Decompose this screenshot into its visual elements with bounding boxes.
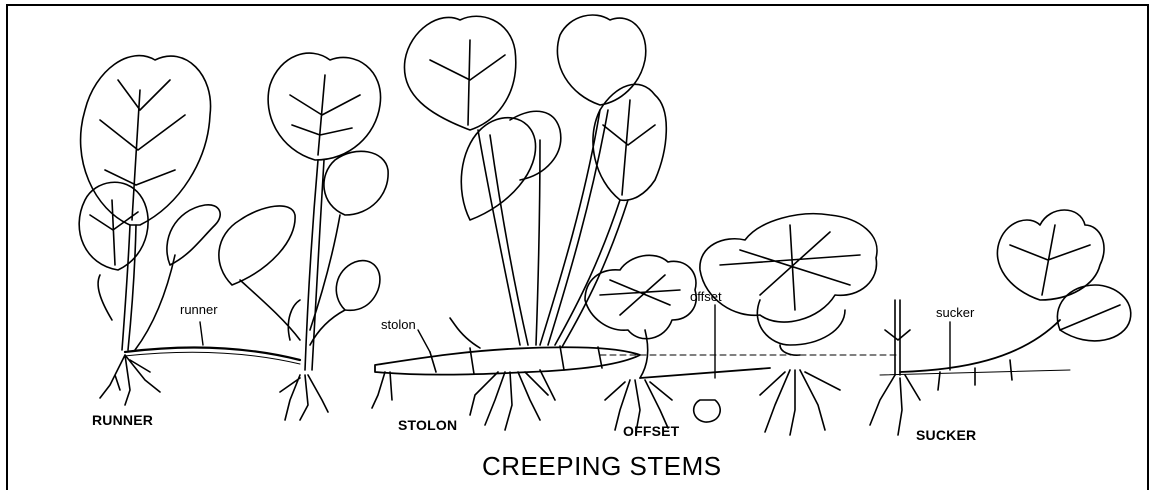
runner-caption: RUNNER — [92, 413, 153, 427]
stolon-leaf-4 — [461, 118, 535, 220]
sucker-caption: SUCKER — [916, 428, 976, 442]
sucker-pointer-label: sucker — [936, 306, 974, 319]
figure-title: CREEPING STEMS — [482, 453, 722, 479]
sucker-leaf-1 — [997, 210, 1104, 300]
offset-roots-right — [760, 370, 840, 435]
offset-stem — [640, 368, 770, 378]
runner-petiole — [122, 225, 136, 350]
runner-pointer-label: runner — [180, 303, 218, 316]
daughter-leaf-fold — [219, 206, 295, 285]
runner-plant-right — [219, 53, 388, 420]
offset-rosette-right — [700, 214, 877, 322]
offset-caption: OFFSET — [623, 424, 679, 438]
stolon-leaf-1 — [404, 16, 515, 130]
daughter-leaf-small — [336, 261, 380, 311]
runner-pointer-line — [200, 322, 203, 345]
sucker-stem — [900, 320, 1060, 372]
daughter-roots — [280, 375, 328, 420]
stolon-pointer-line — [418, 330, 430, 352]
offset-pointer-label: offset — [690, 290, 722, 303]
sucker-plant — [870, 210, 1131, 435]
stolon-caption: STOLON — [398, 418, 457, 432]
daughter-leaf-mid — [324, 151, 388, 215]
stolon-leaf-2 — [557, 15, 645, 105]
runner-roots — [100, 355, 160, 405]
daughter-leaf-top — [268, 53, 380, 160]
stolon-plant — [372, 15, 666, 430]
sucker-leaf-2 — [1057, 285, 1130, 341]
runner-leaf-top — [81, 56, 211, 225]
offset-plants — [585, 214, 900, 435]
sucker-roots — [870, 360, 1012, 435]
stolon-pointer-label: stolon — [381, 318, 416, 331]
offset-bud — [694, 400, 721, 422]
